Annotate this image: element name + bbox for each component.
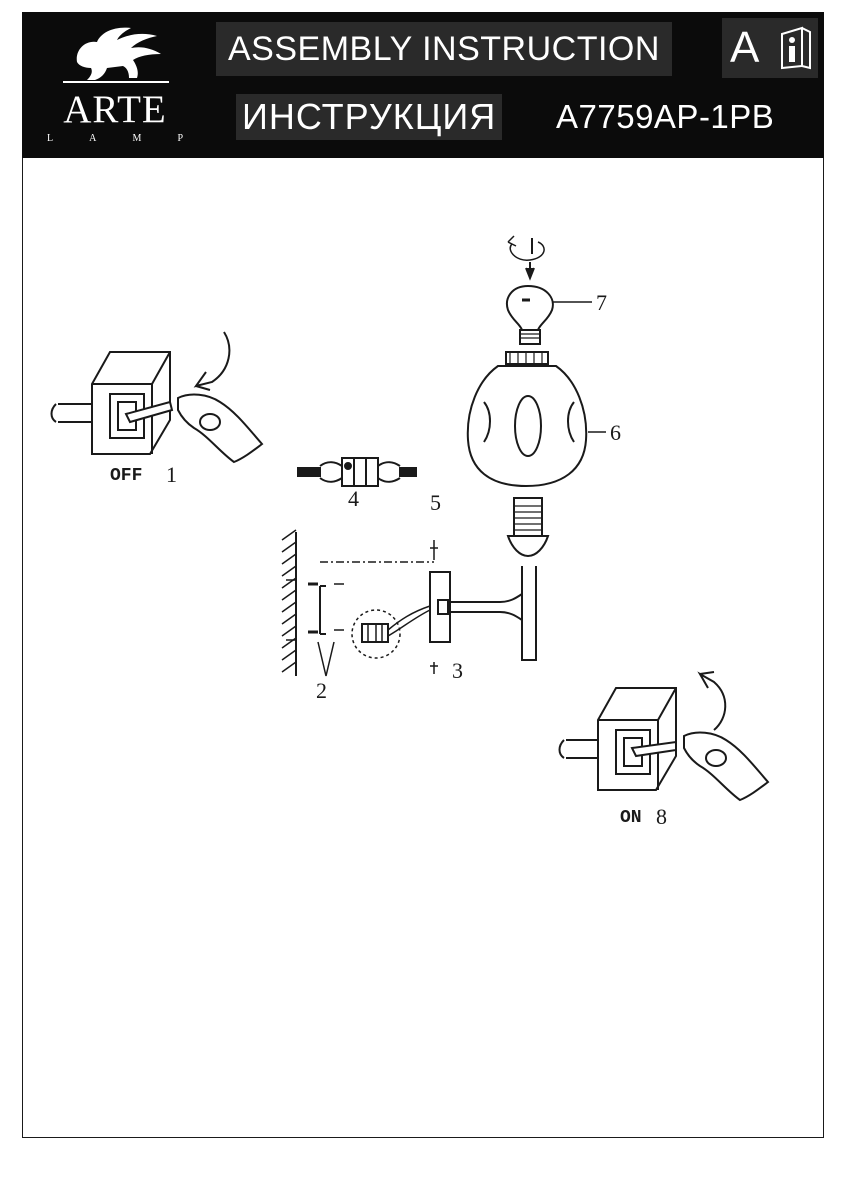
brand-wordmark: ARTE xyxy=(63,88,167,131)
brand-subtitle-letter: L xyxy=(47,133,54,144)
switch-off-illustration xyxy=(50,331,264,464)
callout-3: 3 xyxy=(452,658,463,683)
callout-1: 1 xyxy=(166,462,177,487)
info-book-icon xyxy=(781,26,811,70)
wire-connector-illustration xyxy=(297,457,417,487)
brand-subtitle-letter: M xyxy=(132,133,142,144)
winged-lion-icon xyxy=(63,27,169,83)
title-russian: ИНСТРУКЦИЯ xyxy=(236,94,503,140)
light-bulb-illustration xyxy=(506,235,592,345)
callout-7: 7 xyxy=(596,290,607,315)
callout-6: 6 xyxy=(610,420,621,445)
language-badge: A xyxy=(722,18,818,78)
callout-8: 8 xyxy=(656,804,667,829)
switch-off-label: OFF xyxy=(110,466,143,486)
brand-subtitle: L A M P xyxy=(47,133,183,144)
callout-2: 2 xyxy=(316,678,327,703)
switch-on-label: ON xyxy=(620,808,642,828)
brand-subtitle-letter: A xyxy=(89,133,97,144)
brand-logo: ARTE L A M P xyxy=(27,16,203,148)
model-number: A7759AP-1PB xyxy=(556,98,775,135)
language-letter: A xyxy=(730,23,760,72)
callout-5: 5 xyxy=(430,490,441,515)
title-english: ASSEMBLY INSTRUCTION xyxy=(216,22,672,76)
brand-subtitle-letter: P xyxy=(177,133,183,144)
switch-on-illustration xyxy=(558,671,770,802)
glass-shade-illustration xyxy=(466,351,606,488)
callout-4: 4 xyxy=(348,486,359,511)
wall-mount-illustration xyxy=(281,497,550,677)
